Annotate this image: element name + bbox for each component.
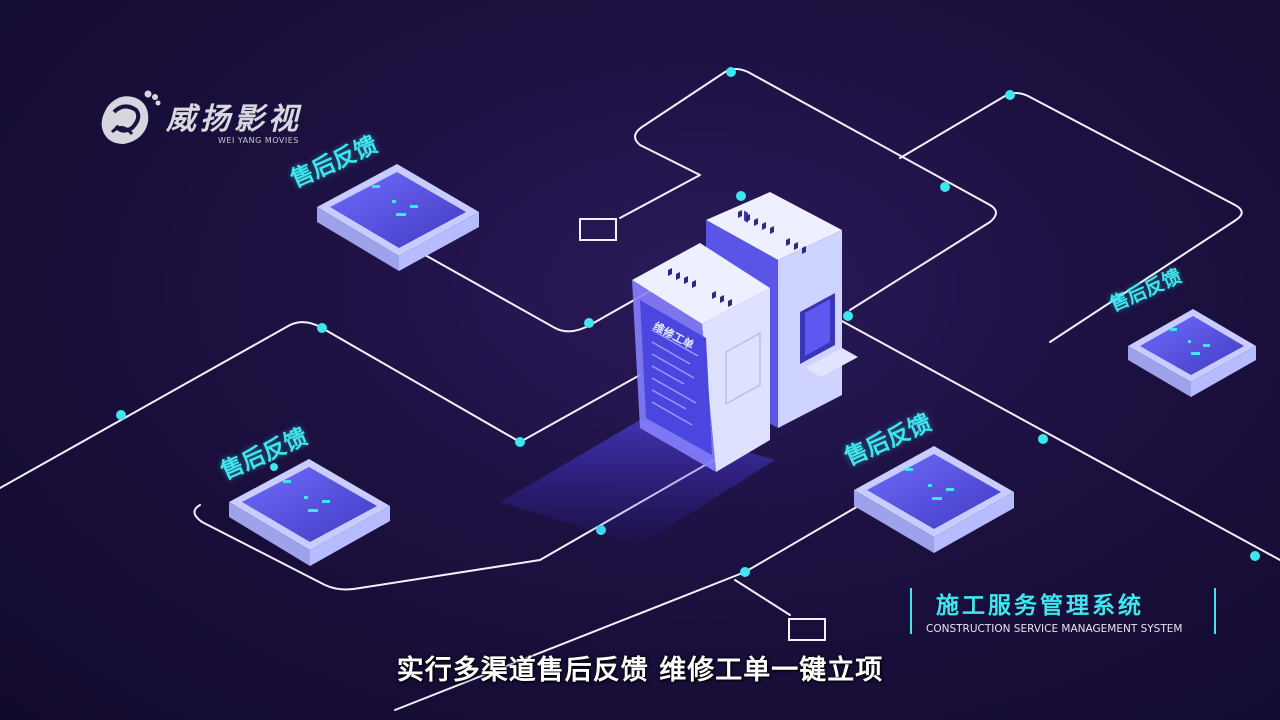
tile-far-right	[1128, 309, 1256, 397]
tile-bottom-left	[229, 459, 390, 566]
outline-box-bottom	[788, 618, 826, 641]
system-title-block: 施工服务管理系统 CONSTRUCTION SERVICE MANAGEMENT…	[910, 586, 1220, 638]
video-caption: 实行多渠道售后反馈 维修工单一键立项	[396, 655, 884, 686]
system-subtitle: CONSTRUCTION SERVICE MANAGEMENT SYSTEM	[926, 623, 1183, 635]
brand-logo: 威扬影视 WEI YANG MOVIES	[98, 88, 358, 158]
line-left-long	[0, 321, 641, 489]
divider-right	[1214, 588, 1216, 634]
outline-box-top	[579, 218, 617, 241]
brand-subtitle: WEI YANG MOVIES	[218, 136, 299, 145]
line-right-down	[839, 319, 1280, 561]
brand-name: 威扬影视	[166, 102, 302, 137]
line-to-box-bottom	[734, 579, 791, 616]
line-bottom-main	[193, 444, 741, 591]
swirl-face-icon	[101, 90, 161, 144]
server-front	[632, 243, 770, 472]
tile-center-right	[854, 446, 1014, 553]
divider-left	[910, 588, 912, 634]
tile-top-left	[317, 164, 479, 271]
line-right-loop	[899, 92, 1243, 343]
keyboard-icon	[805, 348, 858, 377]
system-title: 施工服务管理系统	[936, 593, 1144, 619]
